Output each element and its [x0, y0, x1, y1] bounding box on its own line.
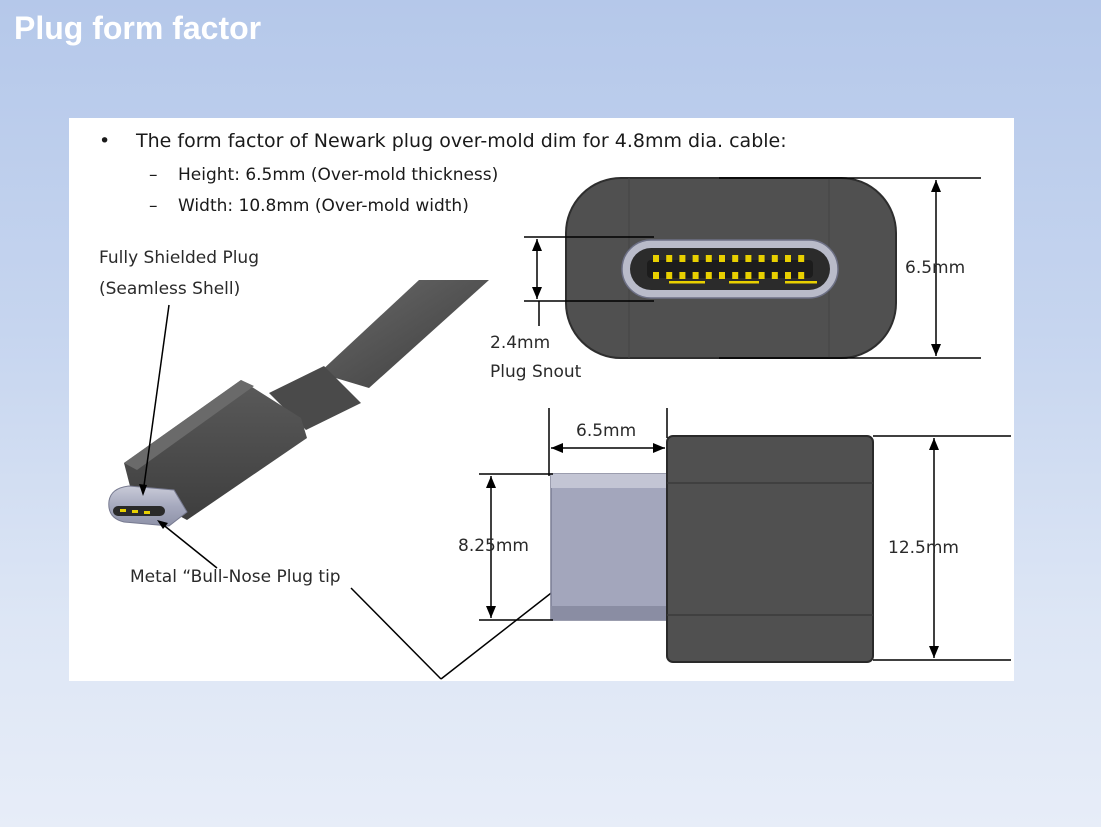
- contacts-bottom-row: [653, 272, 817, 284]
- front-view: [565, 177, 897, 359]
- fully-shielded-label: Fully Shielded Plug: [99, 248, 259, 268]
- isometric-plug: [108, 280, 489, 527]
- contact-pin: [785, 255, 791, 262]
- seamless-shell-label: (Seamless Shell): [99, 279, 241, 299]
- bullet-marker: •: [99, 130, 111, 152]
- snout-name-label: Plug Snout: [490, 362, 582, 382]
- contact-pin: [705, 255, 712, 262]
- contact-pin: [719, 272, 725, 279]
- plug-tip-opening: [113, 506, 165, 516]
- front-dimensions: [524, 177, 981, 359]
- snout-dimension-label: 2.4mm: [490, 333, 551, 353]
- snout-side-bottom-bevel: [551, 606, 671, 620]
- side-view: [550, 435, 874, 663]
- snout-length-label: 6.5mm: [576, 421, 637, 441]
- tip-leader-line-left: [350, 587, 442, 680]
- contacts-top-row: [653, 255, 805, 262]
- contact-pin: [758, 255, 765, 262]
- contact-pin: [745, 255, 752, 262]
- contact-pin: [653, 272, 659, 279]
- overmold-side: [666, 435, 874, 663]
- bullnose-leader-arrow: [157, 520, 168, 529]
- contact-bar: [785, 281, 817, 284]
- contact-pin: [785, 272, 791, 279]
- sub-item-width: Width: 10.8mm (Over-mold width): [178, 196, 469, 216]
- shield-leader-arrow: [139, 484, 147, 496]
- contact-pin: [732, 255, 739, 262]
- contact-pin: [679, 272, 686, 279]
- contact-pin: [745, 272, 752, 279]
- bullet-text: The form factor of Newark plug over-mold…: [136, 130, 787, 152]
- contact-pin: [732, 272, 739, 279]
- sub-marker: –: [149, 165, 158, 185]
- contact-pin: [758, 272, 765, 279]
- side-dimensions: [479, 408, 1011, 661]
- contact-pin: [679, 255, 686, 262]
- bullnose-leader-line: [160, 522, 218, 569]
- shield-leader-line: [142, 304, 170, 494]
- contact-pin: [705, 272, 712, 279]
- sub-marker: –: [149, 196, 158, 216]
- overmold-top-edge: [124, 380, 254, 470]
- tip-leader-line-right: [440, 589, 556, 680]
- overmold-body: [124, 380, 307, 520]
- contact-bar: [729, 281, 759, 284]
- contact-pin: [692, 272, 699, 279]
- side-dimension-arrows: [486, 438, 939, 658]
- snout-width-label: 8.25mm: [458, 536, 529, 556]
- overmold-width-label: 12.5mm: [888, 538, 959, 558]
- connector-drawing: [108, 177, 1011, 680]
- contact-pin: [771, 255, 778, 262]
- contact-pin: [692, 255, 699, 262]
- contact-pin: [719, 255, 725, 262]
- tip-contact: [132, 510, 138, 513]
- bull-nose-label: Metal “Bull-Nose Plug tip: [130, 567, 341, 587]
- contact-pin: [798, 272, 805, 279]
- sub-item-height: Height: 6.5mm (Over-mold thickness): [178, 165, 499, 185]
- snout-side-top-bevel: [551, 474, 671, 488]
- snout-side: [550, 473, 672, 621]
- contact-pin: [798, 255, 805, 262]
- contact-pin: [771, 272, 778, 279]
- front-dimension-arrows: [532, 180, 941, 356]
- contact-pin: [666, 255, 673, 262]
- contact-tongue: [647, 260, 813, 278]
- height-dimension-label: 6.5mm: [905, 258, 966, 278]
- connector-figure: • The form factor of Newark plug over-mo…: [69, 118, 1014, 681]
- cable: [319, 280, 489, 388]
- contact-pin: [666, 272, 673, 279]
- contact-bar: [669, 281, 705, 284]
- contact-pin: [653, 255, 659, 262]
- tip-contact: [144, 511, 150, 514]
- tip-contact: [120, 509, 126, 512]
- slide-title: Plug form factor: [14, 10, 262, 46]
